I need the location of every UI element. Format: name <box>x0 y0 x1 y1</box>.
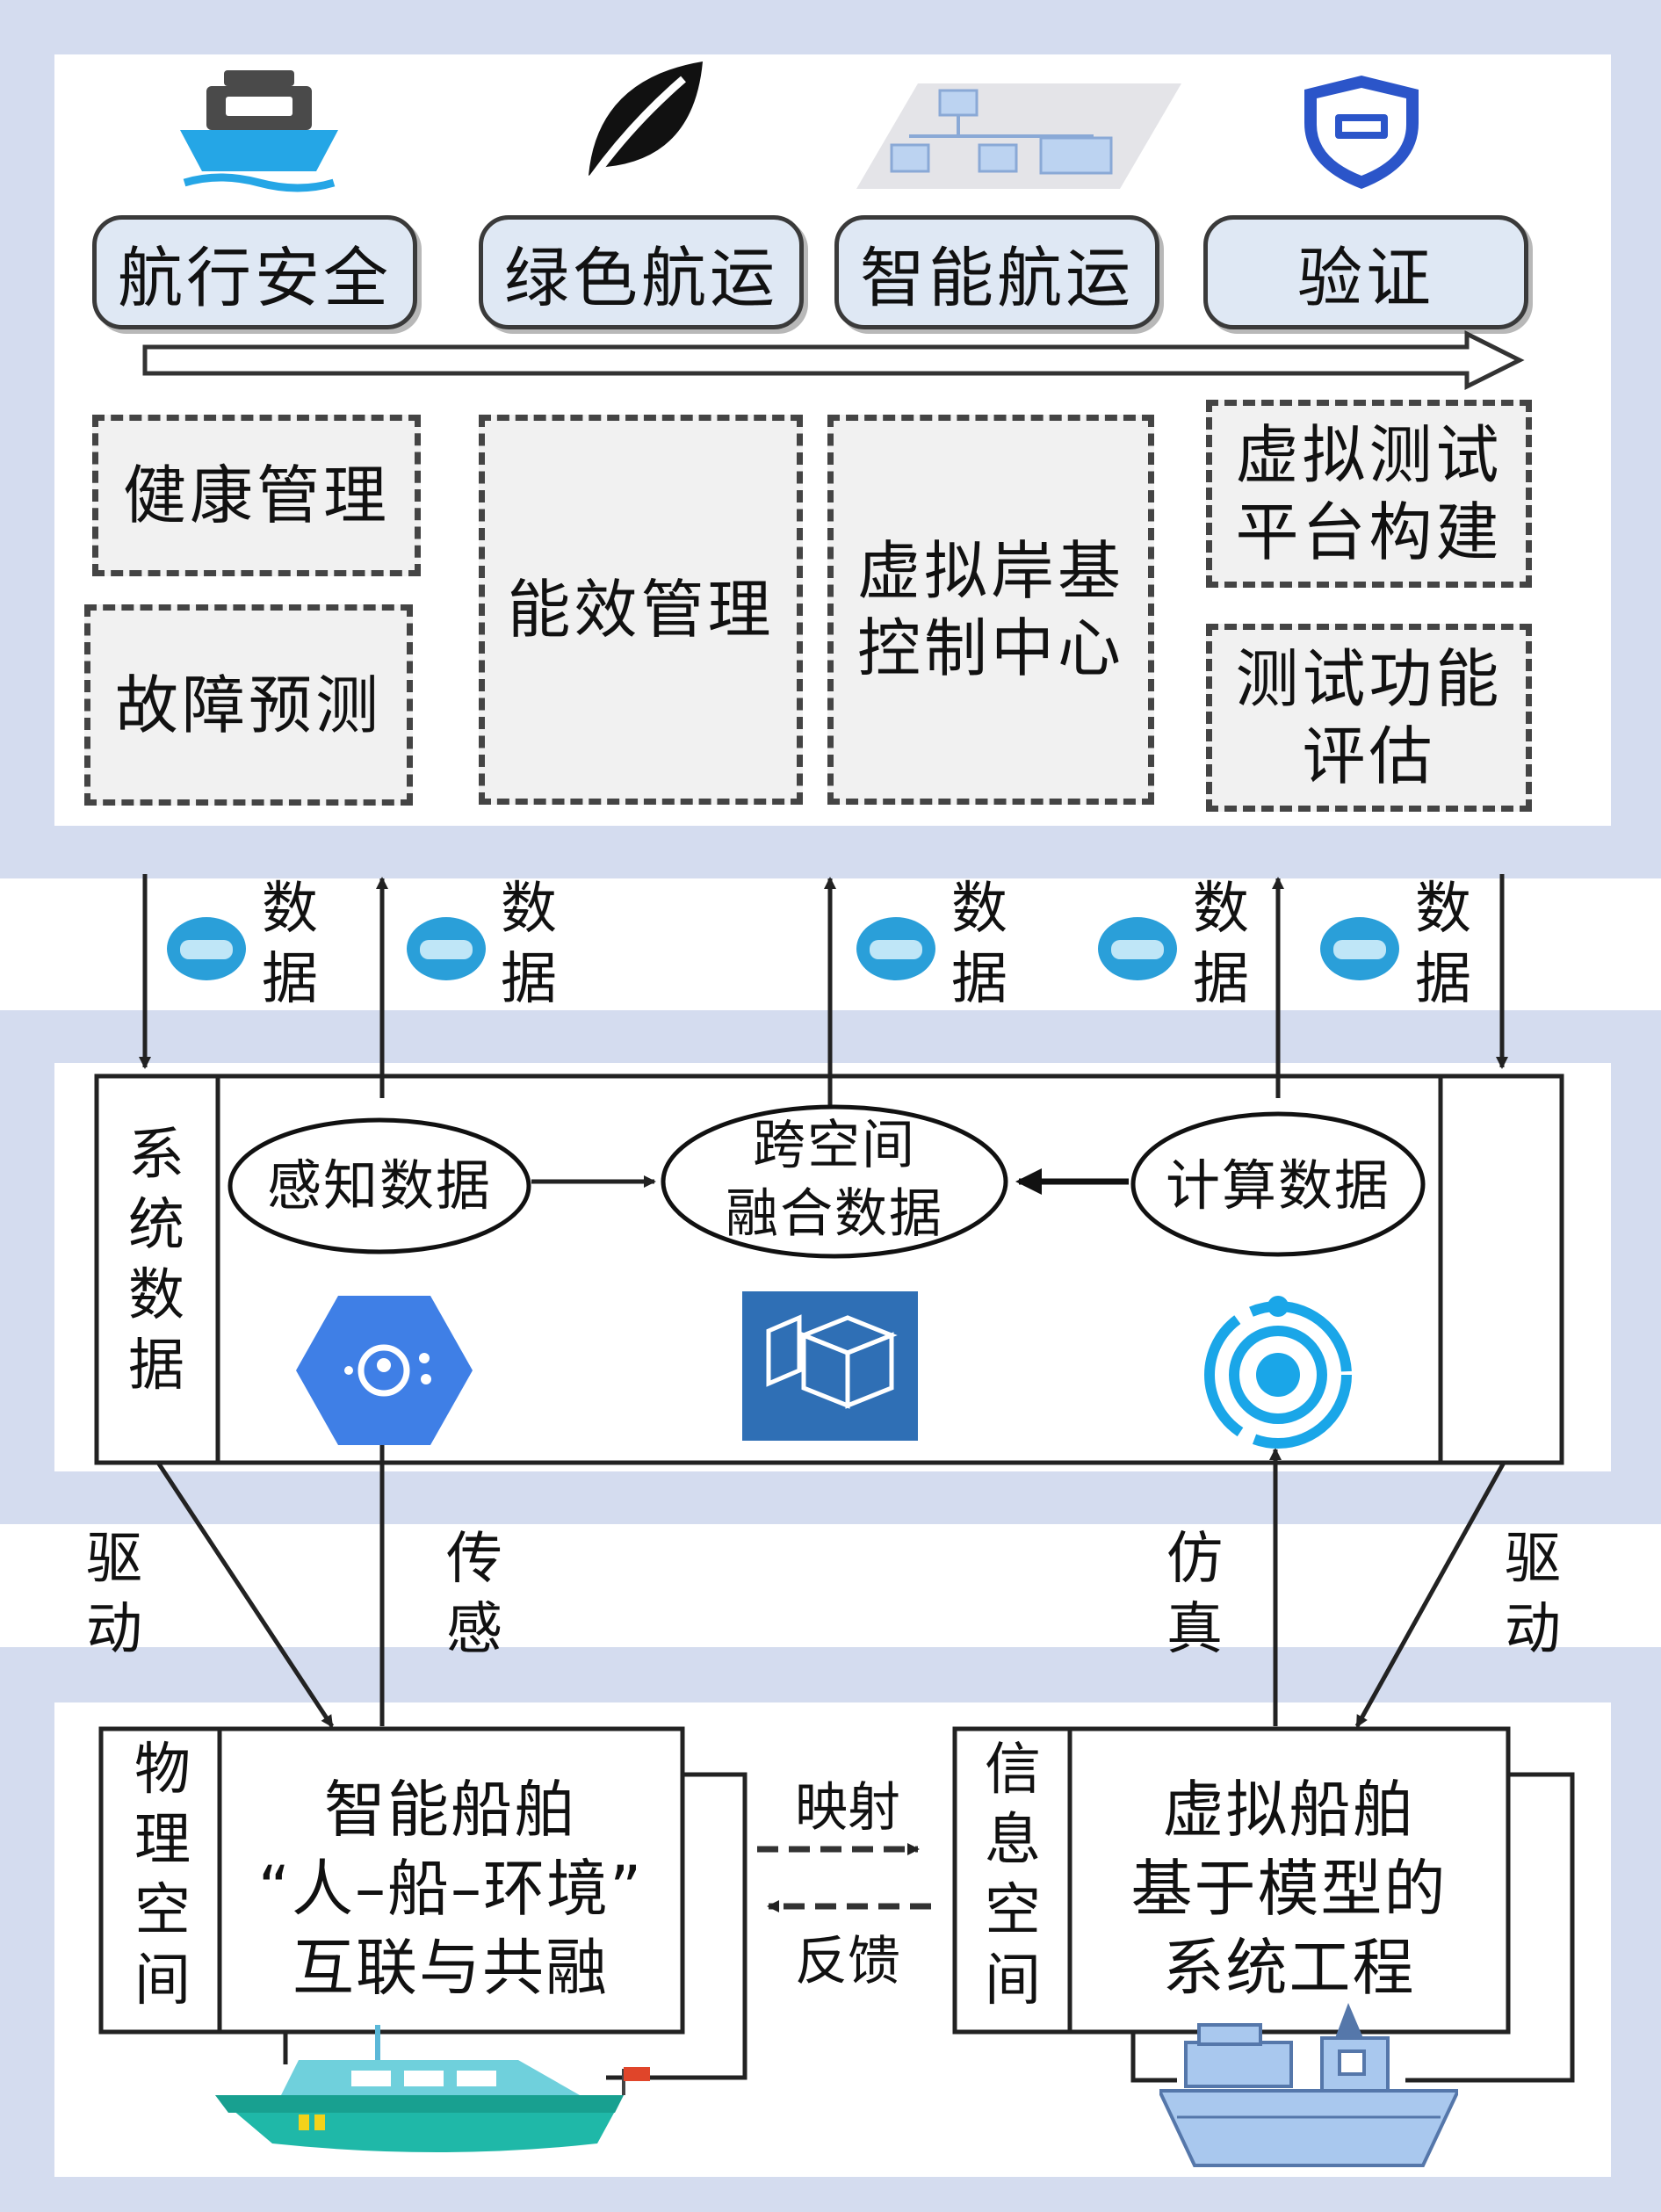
database-icon-3 <box>856 917 935 980</box>
virtual-shore-line-1: 虚拟岸基 <box>856 534 1124 608</box>
sensing-data-ellipse <box>227 1117 531 1254</box>
data-label-3: 数据 <box>951 877 1007 1012</box>
database-icon-4 <box>1098 917 1177 980</box>
virtual-shore-line-2: 控制中心 <box>856 611 1124 685</box>
leaf-icon <box>589 61 703 180</box>
smart-ship-icon <box>215 2025 650 2152</box>
database-icon-2 <box>407 917 486 980</box>
drive-label-right: 驱动 <box>1505 1527 1561 1662</box>
network-icon <box>856 83 1181 189</box>
smart-ship-text: 智能船舶“人–船–环境”互联与共融 <box>257 1774 644 2004</box>
mapping-label: 映射 <box>795 1777 900 1839</box>
data-label-1: 数据 <box>262 877 318 1012</box>
virtual-shore-control-box: 虚拟岸基 控制中心 <box>827 415 1154 805</box>
package-box-icon <box>742 1291 918 1441</box>
virtual-test-line-2: 平台构建 <box>1235 495 1503 569</box>
sensing-label: 传感 <box>446 1527 502 1662</box>
info-space-label: 信息空间 <box>985 1738 1041 2013</box>
progress-arrow <box>142 329 1525 391</box>
test-function-eval-box: 测试功能 评估 <box>1206 624 1532 812</box>
test-eval-line-1: 测试功能 <box>1235 642 1503 716</box>
virtual-test-line-1: 虚拟测试 <box>1235 418 1503 492</box>
simulation-label: 仿真 <box>1166 1527 1223 1662</box>
physical-space-label: 物理空间 <box>134 1738 191 2013</box>
goal-green-shipping: 绿色航运 <box>479 215 804 329</box>
fault-prediction-box: 故障预测 <box>84 604 413 806</box>
system-data-label: 系统数据 <box>128 1123 184 1399</box>
database-icon-1 <box>167 917 246 980</box>
database-icon-5 <box>1320 917 1399 980</box>
goal-smart-shipping: 智能航运 <box>834 215 1159 329</box>
data-label-5: 数据 <box>1415 877 1471 1012</box>
cross-space-data-text: 跨空间融合数据 <box>726 1115 943 1245</box>
data-label-4: 数据 <box>1193 877 1249 1012</box>
virtual-ship-text: 虚拟船舶基于模型的系统工程 <box>1130 1774 1448 2004</box>
compute-data-ellipse <box>1130 1111 1426 1257</box>
drive-label-left: 驱动 <box>86 1527 142 1662</box>
orbit-sensor-icon <box>1204 1296 1352 1449</box>
ship-icon <box>180 70 338 192</box>
compute-data-text: 计算数据 <box>1165 1153 1390 1218</box>
shield-icon <box>1304 76 1419 189</box>
sensing-data-text: 感知数据 <box>266 1153 492 1218</box>
test-eval-line-2: 评估 <box>1302 719 1436 793</box>
goal-navigation-safety: 航行安全 <box>92 215 417 329</box>
health-management-box: 健康管理 <box>92 415 421 576</box>
analytics-hexagon-icon <box>296 1296 473 1445</box>
feedback-label: 反馈 <box>795 1931 900 1992</box>
virtual-ship-icon <box>1159 2003 1458 2167</box>
cross-space-data-ellipse <box>661 1104 1008 1259</box>
virtual-test-platform-box: 虚拟测试 平台构建 <box>1206 400 1532 588</box>
data-label-2: 数据 <box>501 877 557 1012</box>
goal-verification: 验证 <box>1203 215 1528 329</box>
energy-management-box: 能效管理 <box>479 415 803 805</box>
